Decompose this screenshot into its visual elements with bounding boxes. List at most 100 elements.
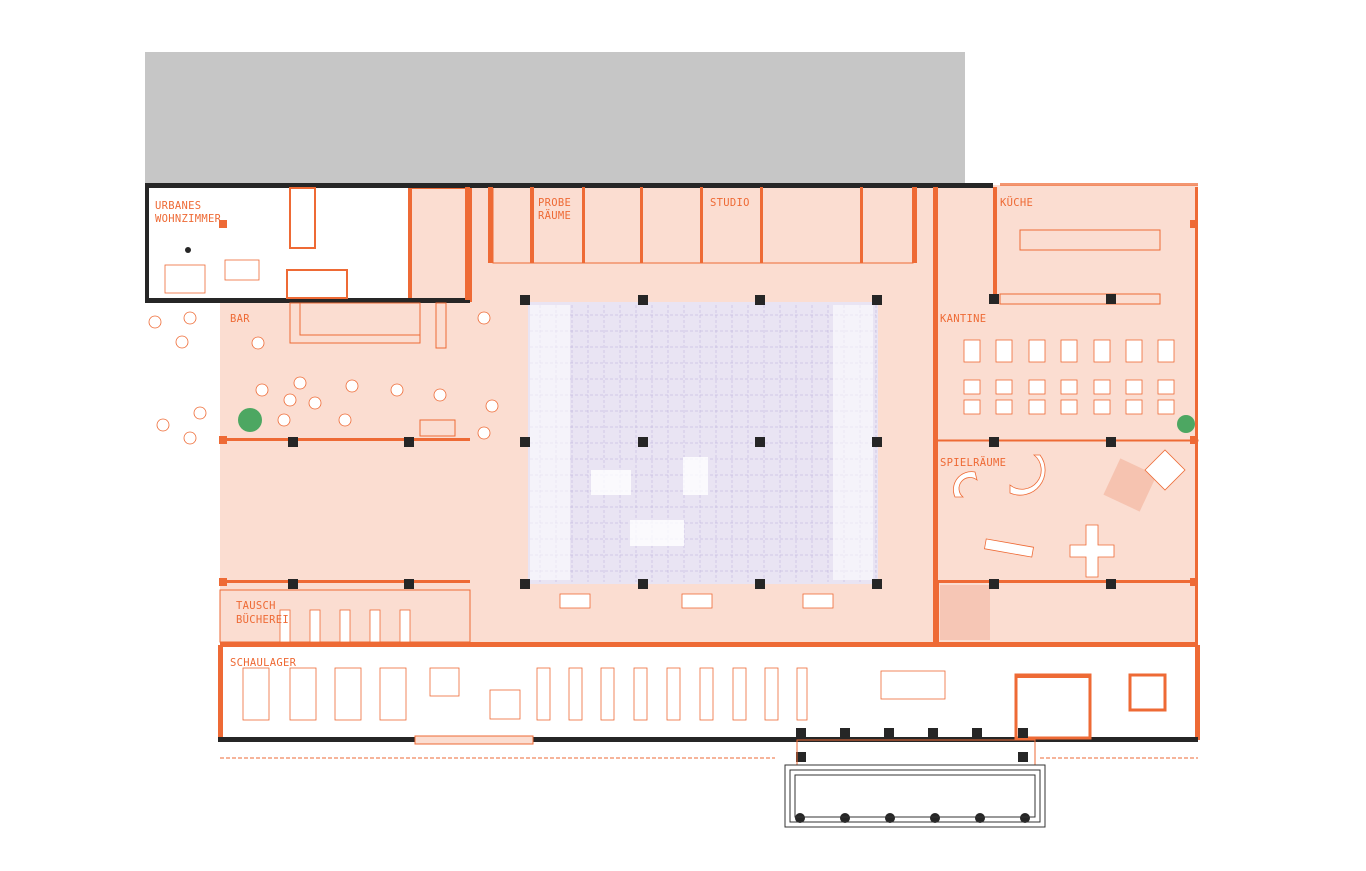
round-table xyxy=(183,311,197,325)
column xyxy=(219,436,227,444)
table xyxy=(164,264,206,294)
column xyxy=(404,579,414,589)
long-table xyxy=(559,593,591,609)
column xyxy=(928,728,938,738)
round-table xyxy=(485,399,499,413)
column xyxy=(1190,220,1198,228)
label-tausch: TAUSCH xyxy=(236,600,276,612)
urbanes-wohnzimmer-room xyxy=(145,187,410,300)
table xyxy=(1028,379,1046,395)
round-table xyxy=(308,396,322,410)
label-kueche: KÜCHE xyxy=(1000,196,1033,209)
plant-icon xyxy=(1177,415,1195,433)
shelf xyxy=(334,667,362,721)
furniture xyxy=(148,187,1186,721)
label-schaulager: SCHAULAGER xyxy=(230,657,297,669)
portico-column xyxy=(795,813,805,823)
round-table xyxy=(477,426,491,440)
round-table xyxy=(345,379,359,393)
column xyxy=(219,578,227,586)
label-bar: BAR xyxy=(230,313,250,325)
neighbor-building xyxy=(145,52,965,183)
column xyxy=(796,752,806,762)
shelf xyxy=(536,667,551,721)
table xyxy=(1028,399,1046,415)
column xyxy=(755,437,765,447)
table xyxy=(1157,379,1175,395)
column xyxy=(288,437,298,447)
table xyxy=(1060,399,1078,415)
play-blocks xyxy=(984,538,1034,558)
shelf xyxy=(568,667,583,721)
book-shelf xyxy=(279,609,291,643)
portico-column xyxy=(885,813,895,823)
label-probe: PROBE xyxy=(538,197,571,209)
round-table xyxy=(251,336,265,350)
table xyxy=(1157,339,1175,363)
shelf xyxy=(796,667,808,721)
display-box xyxy=(489,689,521,720)
table xyxy=(1125,399,1143,415)
table xyxy=(1125,379,1143,395)
portico-column xyxy=(840,813,850,823)
entrance-portico xyxy=(784,739,1046,828)
column xyxy=(884,728,894,738)
column xyxy=(872,437,882,447)
display-box xyxy=(429,667,460,697)
column xyxy=(638,579,648,589)
table xyxy=(995,399,1013,415)
table xyxy=(963,339,981,363)
column xyxy=(1106,579,1116,589)
label-kantine: KANTINE xyxy=(940,313,986,325)
round-table xyxy=(338,413,352,427)
table xyxy=(224,259,260,281)
column xyxy=(989,579,999,589)
round-table xyxy=(277,413,291,427)
round-table xyxy=(477,311,491,325)
column xyxy=(989,294,999,304)
book-shelf xyxy=(309,609,321,643)
column xyxy=(219,220,227,228)
table xyxy=(1060,379,1078,395)
column xyxy=(755,579,765,589)
wc-core xyxy=(286,269,348,299)
column xyxy=(520,437,530,447)
play-cross xyxy=(1069,524,1115,578)
structural-columns xyxy=(219,220,1198,823)
round-table xyxy=(390,383,404,397)
column xyxy=(1106,294,1116,304)
label-spielraeume: SPIELRÄUME xyxy=(940,456,1006,469)
plant-icon xyxy=(238,408,262,432)
portico-column xyxy=(1020,813,1030,823)
label-raeume: RÄUME xyxy=(538,209,571,222)
column xyxy=(1018,752,1028,762)
table xyxy=(995,339,1013,363)
play-mat xyxy=(1103,458,1157,512)
book-shelf xyxy=(369,609,381,643)
book-shelf xyxy=(399,609,411,643)
round-table xyxy=(183,431,197,445)
column xyxy=(404,437,414,447)
column xyxy=(1190,578,1198,586)
column xyxy=(288,579,298,589)
round-table xyxy=(293,376,307,390)
column xyxy=(638,437,648,447)
label-studio: STUDIO xyxy=(710,197,750,209)
column xyxy=(1106,437,1116,447)
table xyxy=(1125,339,1143,363)
schaulager-room xyxy=(222,647,1197,739)
shelf xyxy=(633,667,648,721)
long-table xyxy=(681,593,713,609)
long-table xyxy=(802,593,834,609)
column xyxy=(796,728,806,738)
shelf xyxy=(379,667,407,721)
table xyxy=(1157,399,1175,415)
column xyxy=(1190,436,1198,444)
column xyxy=(755,295,765,305)
column xyxy=(872,295,882,305)
column xyxy=(520,579,530,589)
table xyxy=(1093,399,1111,415)
table xyxy=(1093,339,1111,363)
table xyxy=(995,379,1013,395)
